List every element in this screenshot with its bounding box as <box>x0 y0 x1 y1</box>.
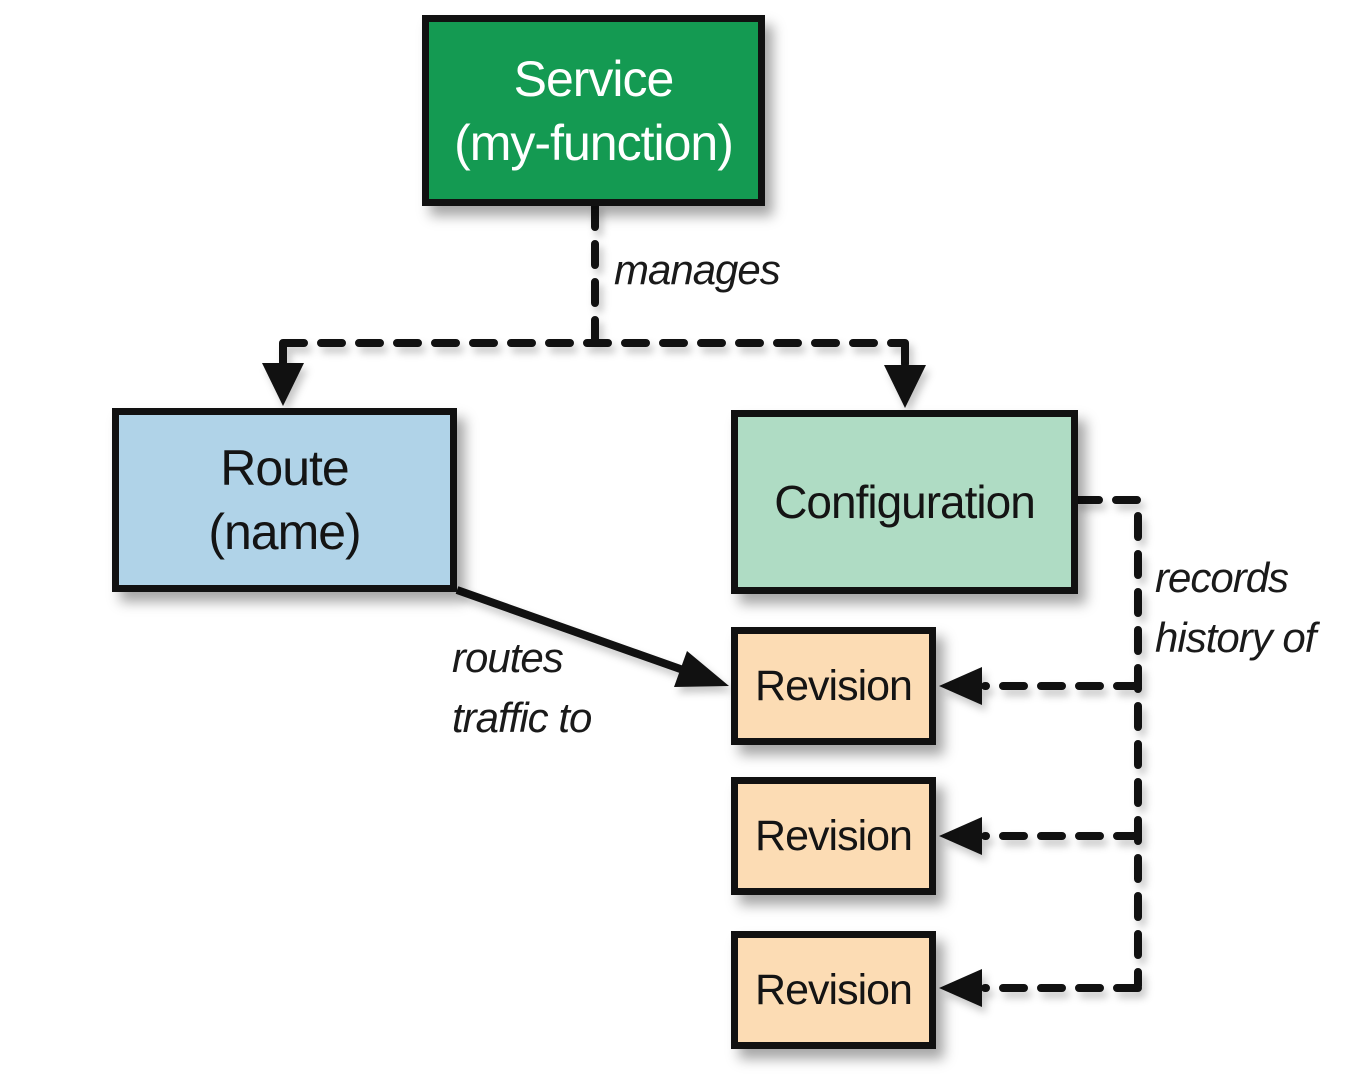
arrowhead-left-revision-3 <box>939 969 982 1007</box>
routes-traffic-label: routes traffic to <box>452 628 592 748</box>
arrowhead-down-route <box>262 363 304 406</box>
arrowhead-left-revision-2 <box>939 817 982 855</box>
configuration-title: Configuration <box>774 476 1036 528</box>
revision-title: Revision <box>755 661 913 710</box>
service-title: Service <box>513 50 675 107</box>
node-revision-3: Revision <box>731 931 936 1049</box>
route-title: Route <box>220 440 349 496</box>
node-service: Service (my-function) <box>422 15 765 206</box>
node-revision-2: Revision <box>731 777 936 895</box>
arrowhead-left-revision-1 <box>939 667 982 705</box>
route-subtitle: (name) <box>208 504 361 560</box>
manages-label: manages <box>614 246 781 293</box>
records-history-label-line2: history of <box>1155 614 1316 661</box>
revision-title: Revision <box>755 811 913 860</box>
records-history-label: records history of <box>1155 548 1316 668</box>
arrowhead-right-revision <box>674 651 729 687</box>
revision-title: Revision <box>755 965 913 1014</box>
service-subtitle: (my-function) <box>454 114 734 171</box>
records-history-label-line1: records <box>1155 554 1289 601</box>
records-history-connector <box>939 496 1142 1007</box>
node-route: Route (name) <box>112 408 457 592</box>
routes-traffic-label-line2: traffic to <box>452 694 592 741</box>
node-revision-1: Revision <box>731 627 936 745</box>
manages-connector <box>262 202 926 408</box>
arrowhead-down-configuration <box>884 365 926 408</box>
node-configuration: Configuration <box>731 410 1078 594</box>
routes-traffic-label-line1: routes <box>452 634 564 681</box>
routes-traffic-arrow <box>455 586 729 687</box>
